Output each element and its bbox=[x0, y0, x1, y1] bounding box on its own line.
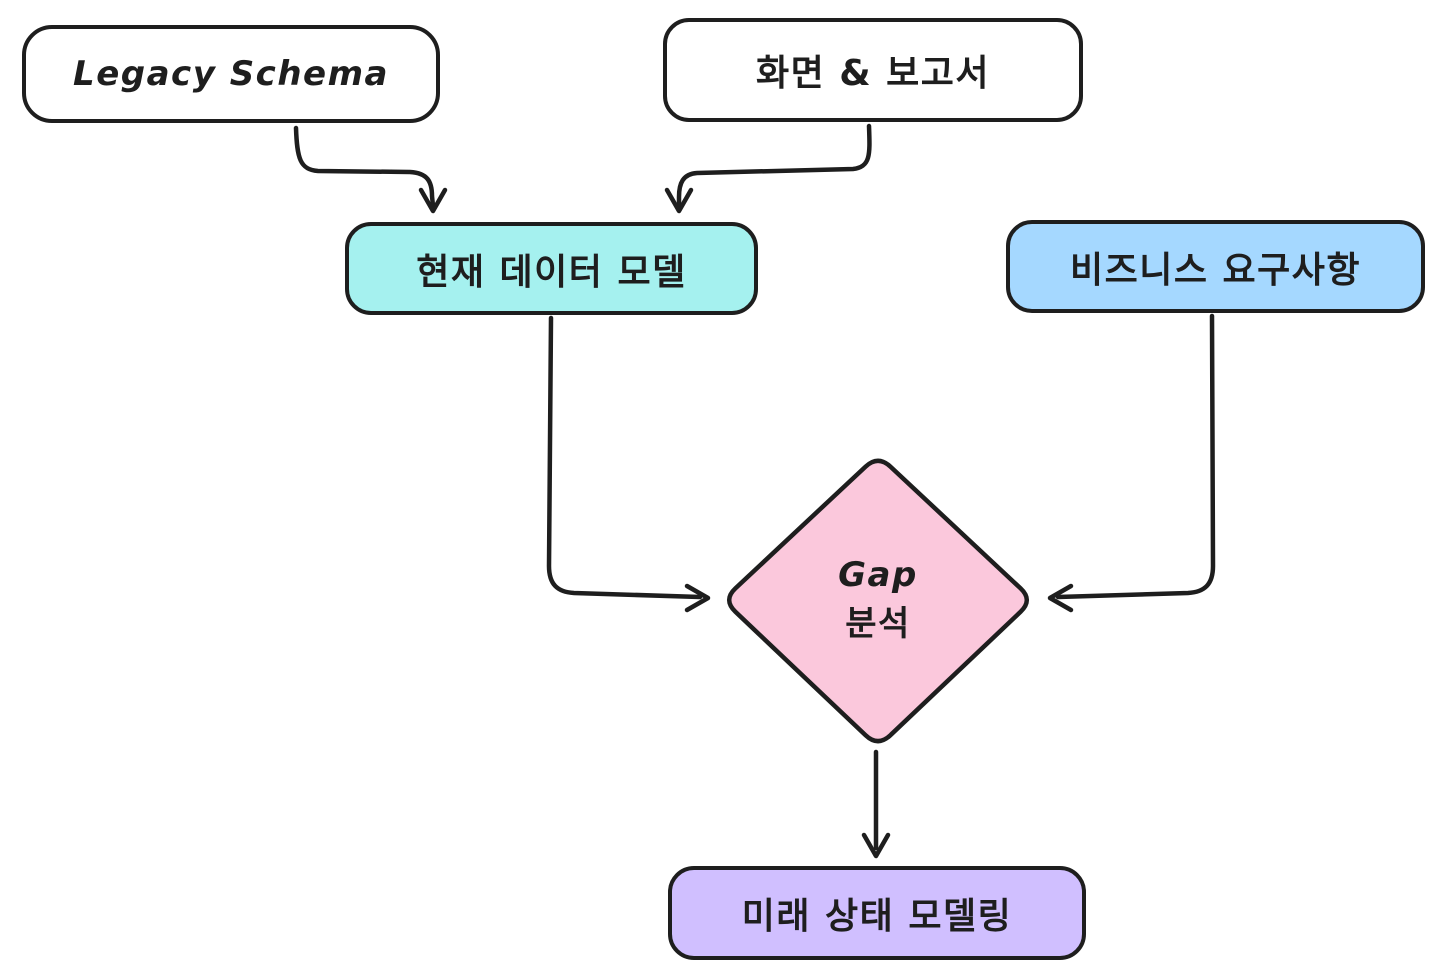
arrowhead-left-icon bbox=[1047, 583, 1074, 613]
node-legacy-schema[interactable]: Legacy Schema bbox=[22, 25, 440, 123]
arrow-legacy-to-current-model[interactable] bbox=[293, 125, 448, 214]
node-business-requirements-label: 비즈니스 요구사항 bbox=[1070, 249, 1361, 291]
node-current-data-model[interactable]: 현재 데이터 모델 bbox=[345, 222, 758, 315]
arrowhead-down-icon bbox=[418, 187, 448, 214]
arrow-screens-to-current-model[interactable] bbox=[664, 123, 872, 214]
node-screens-reports[interactable]: 화면 & 보고서 bbox=[663, 18, 1083, 122]
gap-analysis-diamond[interactable] bbox=[726, 458, 1030, 744]
node-screens-reports-label: 화면 & 보고서 bbox=[755, 53, 991, 94]
arrow-gap-to-future-state[interactable] bbox=[861, 749, 891, 859]
node-legacy-schema-label: Legacy Schema bbox=[73, 54, 389, 94]
arrowhead-down-icon bbox=[664, 187, 694, 214]
node-gap-analysis-label: Gap 분석 bbox=[748, 551, 1008, 649]
node-gap-analysis[interactable] bbox=[726, 458, 1030, 744]
gap-label-line2: 분석 bbox=[845, 604, 911, 644]
gap-label-line1: Gap bbox=[838, 555, 918, 595]
arrow-current-model-to-gap[interactable] bbox=[546, 315, 711, 613]
node-current-data-model-label: 현재 데이터 모델 bbox=[416, 251, 687, 293]
arrow-business-reqs-to-gap[interactable] bbox=[1047, 313, 1216, 613]
node-future-state-modeling[interactable]: 미래 상태 모델링 bbox=[668, 866, 1086, 960]
arrowhead-right-icon bbox=[684, 583, 711, 613]
arrowhead-down-icon bbox=[861, 832, 891, 859]
node-business-requirements[interactable]: 비즈니스 요구사항 bbox=[1006, 220, 1425, 313]
node-future-state-modeling-label: 미래 상태 모델링 bbox=[741, 896, 1013, 937]
